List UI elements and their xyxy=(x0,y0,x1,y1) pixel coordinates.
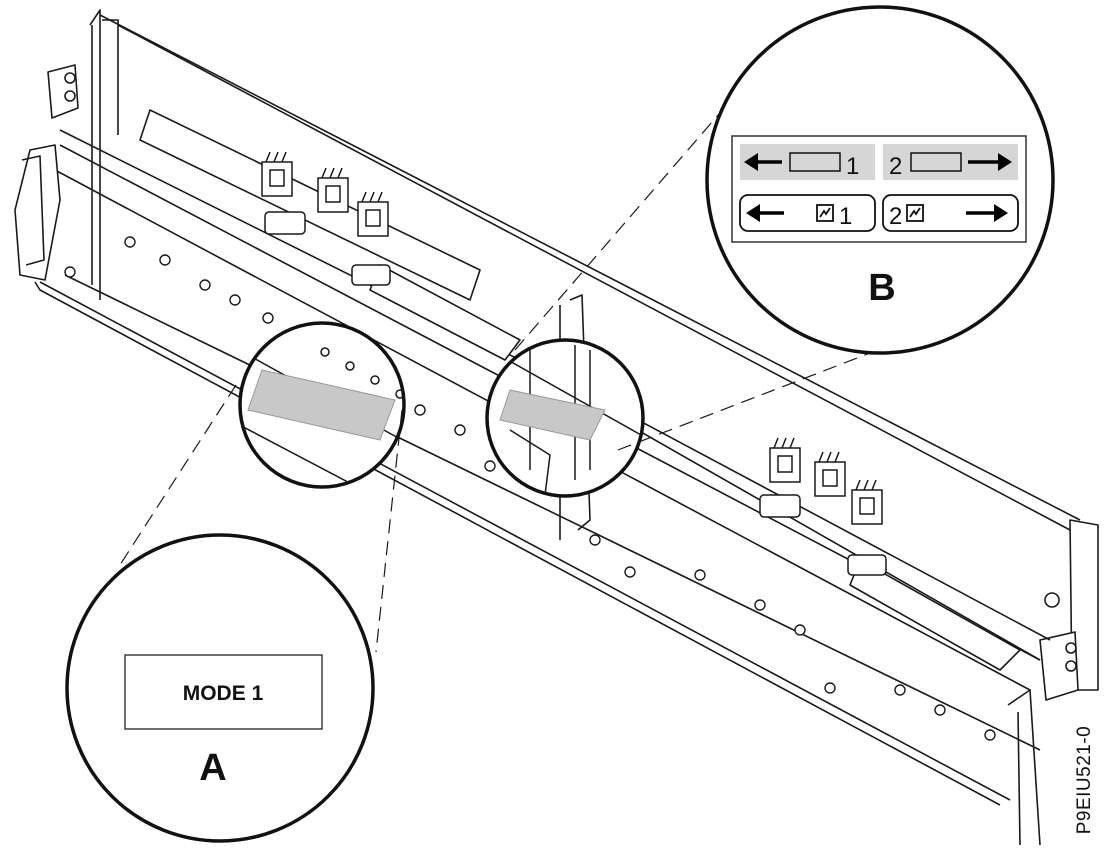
callout-b: 1 2 1 2 B xyxy=(705,5,1055,355)
mode-label-text: MODE 1 xyxy=(183,682,264,705)
network-port-icon xyxy=(261,151,293,197)
callout-a: MODE 1 A xyxy=(65,533,375,843)
port-box-icon xyxy=(789,152,841,172)
network-port-icon xyxy=(357,191,389,237)
port-1-number-bottom: 1 xyxy=(839,203,852,230)
mode-label-sticker xyxy=(247,369,396,441)
arrow-left-icon xyxy=(744,153,782,171)
network-port-icon xyxy=(814,451,846,497)
zoom-circle-a xyxy=(238,321,406,489)
network-port-icon xyxy=(317,167,349,213)
arrow-left-icon xyxy=(746,204,784,222)
port-2-number-bottom: 2 xyxy=(889,203,902,230)
port-1-network-cell xyxy=(739,194,876,232)
rivet-row xyxy=(64,236,996,741)
network-port-icon xyxy=(906,204,924,222)
arrow-right-icon xyxy=(968,153,1012,171)
network-port-icon xyxy=(769,437,801,483)
port-label-sticker xyxy=(499,389,606,441)
network-port-icon xyxy=(851,479,883,525)
network-connectors xyxy=(261,151,887,576)
leader-lines xyxy=(117,91,931,653)
mode-label-box xyxy=(124,654,323,730)
port-2-network-cell xyxy=(882,194,1019,232)
callout-letter-a: A xyxy=(199,747,226,789)
port-box-icon xyxy=(910,152,962,172)
port-2-number: 2 xyxy=(889,153,902,180)
port-1-number: 1 xyxy=(846,153,859,180)
zoom-circle-b xyxy=(485,338,645,498)
network-port-icon xyxy=(816,204,834,222)
arrow-right-icon xyxy=(966,204,1008,222)
figure-id: P9EIU521-0 xyxy=(1074,725,1095,835)
callout-letter-b: B xyxy=(868,267,895,309)
